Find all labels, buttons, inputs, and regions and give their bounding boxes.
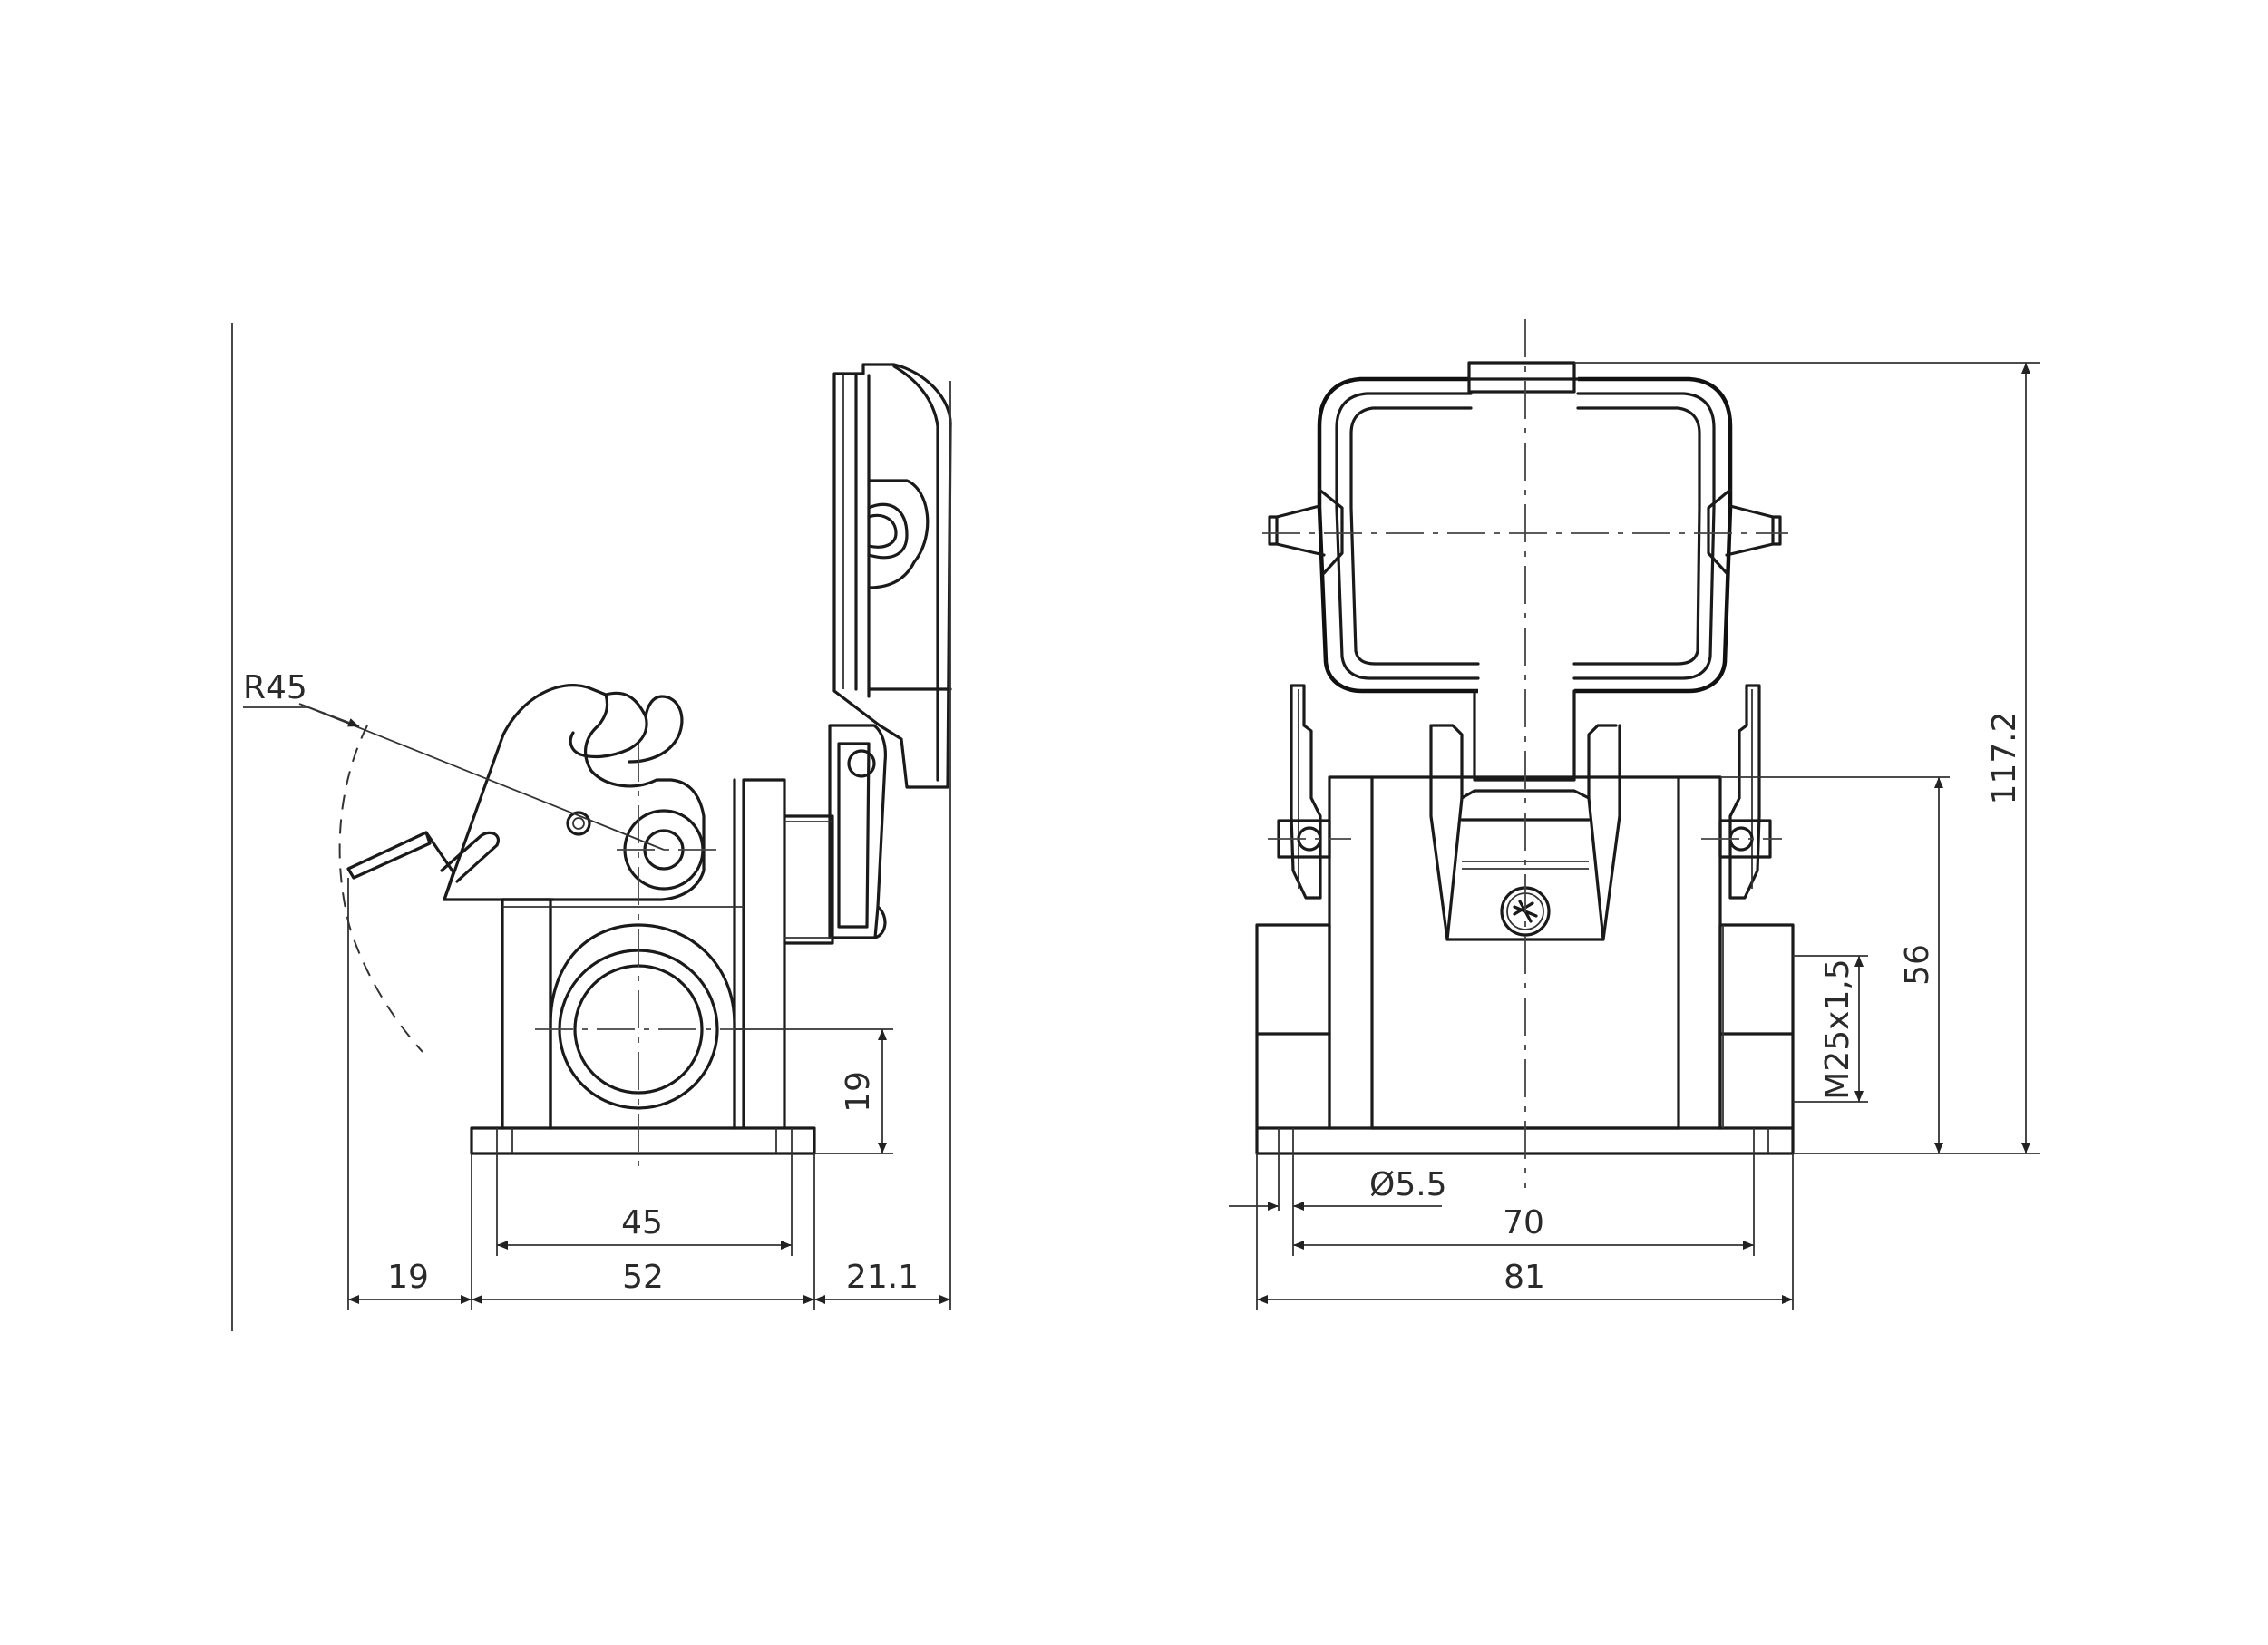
dim-base-length: 52 xyxy=(622,1259,664,1296)
side-swing-arc xyxy=(338,725,423,1053)
dim-hole-diameter: Ø5.5 xyxy=(1369,1166,1447,1203)
dim-right-offset: 21.1 xyxy=(846,1259,919,1296)
side-locking-lever xyxy=(443,684,706,901)
dim-entry-height: 19 xyxy=(840,1071,877,1113)
dim-front-hole-spacing: 70 xyxy=(1503,1204,1544,1241)
dim-housing-height: 56 xyxy=(1899,944,1936,986)
dim-overall-width: 81 xyxy=(1504,1259,1545,1296)
front-view: Ø5.5 70 81 M25x1,5 56 117.2 xyxy=(1229,319,2040,1310)
dim-radius: R45 xyxy=(243,669,307,706)
front-right-boss xyxy=(1718,923,1795,1130)
side-housing-body xyxy=(501,898,552,1130)
side-cable-entry xyxy=(549,923,736,1130)
side-cover xyxy=(832,363,952,789)
side-base-plate xyxy=(470,1126,816,1155)
front-latch xyxy=(1473,689,1576,782)
front-cover-frame xyxy=(1317,376,1733,694)
dim-thread: M25x1,5 xyxy=(1819,959,1856,1099)
dim-overall-height: 117.2 xyxy=(1986,711,2023,804)
front-left-boss xyxy=(1255,923,1331,1130)
side-view: R45 45 19 52 21.1 19 xyxy=(231,323,952,1331)
dim-left-offset: 19 xyxy=(387,1259,429,1296)
dim-hole-spacing: 45 xyxy=(621,1204,663,1241)
front-left-lever xyxy=(1290,684,1322,900)
